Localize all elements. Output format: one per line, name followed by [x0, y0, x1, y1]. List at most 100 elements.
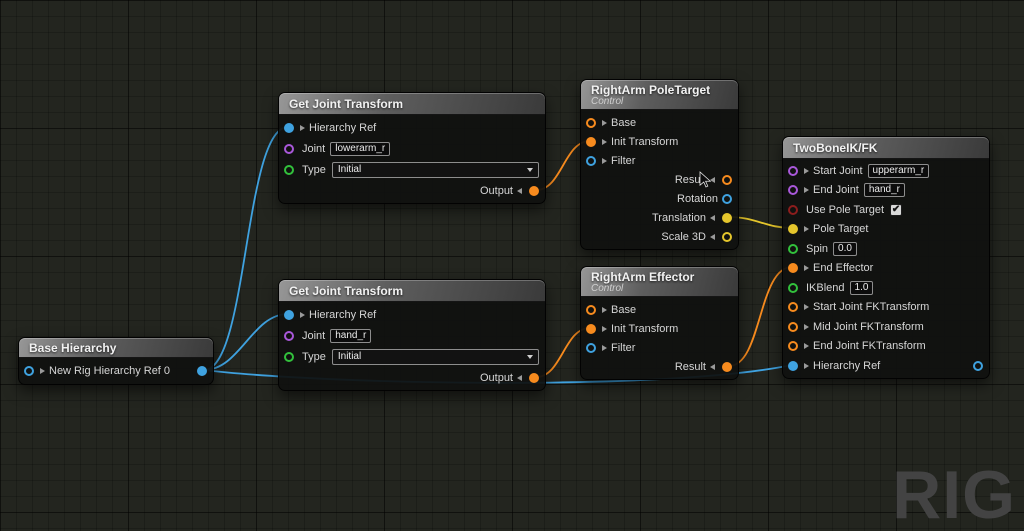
pin-row: IKBlend 1.0	[783, 278, 989, 298]
output-pin[interactable]	[529, 372, 539, 383]
start-joint-fktransform-pin[interactable]	[788, 302, 798, 313]
type-pin[interactable]	[284, 351, 294, 362]
filter-pin[interactable]	[586, 155, 596, 166]
expander-icon[interactable]	[710, 233, 715, 240]
hierarchy-ref-pin[interactable]	[284, 122, 294, 133]
expander-icon[interactable]	[804, 265, 809, 272]
init-transform-pin[interactable]	[586, 323, 596, 334]
node-title: RightArm Effector	[591, 269, 695, 284]
hierarchy-ref-input-pin[interactable]	[788, 360, 798, 371]
pin-row: Filter	[581, 151, 738, 170]
node-rightarm-effector[interactable]: RightArm Effector Control Base Init Tran…	[580, 266, 739, 380]
expander-icon[interactable]	[40, 368, 45, 374]
pin-label: Start Joint	[813, 164, 863, 177]
ikblend-pin[interactable]	[788, 282, 798, 293]
result-pin[interactable]	[722, 361, 732, 372]
pin-label: Result	[674, 360, 706, 373]
end-effector-pin[interactable]	[788, 263, 798, 274]
node-get-joint-transform-bottom[interactable]: Get Joint Transform Hierarchy Ref Joint …	[278, 279, 546, 391]
joint-pin[interactable]	[284, 330, 294, 341]
node-twobone-ikfk[interactable]: TwoBoneIK/FK Start Joint upperarm_r End …	[782, 136, 990, 379]
node-title: Get Joint Transform	[289, 283, 404, 298]
expander-icon[interactable]	[710, 176, 715, 183]
pin-label: Base	[611, 116, 637, 129]
expander-icon[interactable]	[300, 124, 305, 131]
pin-row: Output	[279, 180, 545, 201]
pole-target-pin[interactable]	[788, 224, 798, 235]
node-header[interactable]: Base Hierarchy	[19, 338, 213, 358]
node-get-joint-transform-top[interactable]: Get Joint Transform Hierarchy Ref Joint …	[278, 92, 546, 204]
node-header[interactable]: Get Joint Transform	[279, 280, 545, 302]
pin-row: Init Transform	[581, 132, 738, 151]
type-dropdown[interactable]: Initial	[331, 161, 539, 178]
pin-label: Spin	[806, 242, 829, 255]
base-pin[interactable]	[586, 117, 596, 128]
node-header[interactable]: TwoBoneIK/FK	[783, 137, 989, 159]
expander-icon[interactable]	[804, 226, 809, 233]
pin-label: End Effector	[813, 262, 874, 275]
filter-pin[interactable]	[586, 342, 596, 353]
output-pin[interactable]	[529, 185, 539, 196]
expander-icon[interactable]	[602, 325, 607, 332]
expander-icon[interactable]	[602, 157, 607, 164]
wire-hierarchy-to-gjt-top[interactable]	[203, 126, 289, 371]
ikblend-value-field[interactable]: 1.0	[849, 280, 874, 295]
start-joint-pin[interactable]	[788, 165, 798, 176]
end-joint-fktransform-pin[interactable]	[788, 341, 798, 352]
hierarchy-ref-pin[interactable]	[284, 309, 294, 320]
pin-label: End Joint	[813, 184, 859, 197]
node-header[interactable]: Get Joint Transform	[279, 93, 545, 115]
pin-label: Rotation	[677, 192, 718, 205]
expander-icon[interactable]	[804, 167, 809, 174]
rotation-pin[interactable]	[722, 193, 732, 204]
joint-value-field[interactable]: hand_r	[330, 328, 372, 343]
wire-hierarchy-to-gjt-bottom[interactable]	[203, 313, 289, 371]
use-pole-target-checkbox[interactable]	[890, 203, 903, 216]
expander-icon[interactable]	[804, 187, 809, 194]
expander-icon[interactable]	[602, 138, 607, 145]
expander-icon[interactable]	[602, 119, 607, 126]
type-dropdown[interactable]: Initial	[331, 348, 539, 365]
hierarchy-ref-input-pin[interactable]	[24, 366, 34, 376]
mid-joint-fktransform-pin[interactable]	[788, 321, 798, 332]
expander-icon[interactable]	[804, 323, 809, 330]
node-header[interactable]: RightArm PoleTarget Control	[581, 80, 738, 110]
pin-row: Hierarchy Ref	[279, 304, 545, 325]
pin-row: Joint lowerarm_r	[279, 138, 545, 159]
end-joint-pin[interactable]	[788, 185, 798, 196]
pin-row: Hierarchy Ref	[783, 356, 989, 376]
node-header[interactable]: RightArm Effector Control	[581, 267, 738, 297]
expander-icon[interactable]	[804, 362, 809, 369]
translation-pin[interactable]	[722, 212, 732, 223]
node-rightarm-poletarget[interactable]: RightArm PoleTarget Control Base Init Tr…	[580, 79, 739, 250]
expander-icon[interactable]	[804, 304, 809, 311]
base-pin[interactable]	[586, 304, 596, 315]
expander-icon[interactable]	[710, 363, 715, 370]
spin-value-field[interactable]: 0.0	[833, 241, 857, 256]
expander-icon[interactable]	[602, 306, 607, 313]
expander-icon[interactable]	[710, 214, 715, 221]
pin-row: Spin 0.0	[783, 239, 989, 259]
hierarchy-ref-output-pin[interactable]	[973, 360, 983, 371]
pin-label: Mid Joint FKTransform	[813, 320, 924, 333]
expander-icon[interactable]	[517, 187, 522, 194]
start-joint-value-field[interactable]: upperarm_r	[867, 163, 930, 178]
use-pole-target-pin[interactable]	[788, 204, 798, 215]
pin-label: Scale 3D	[661, 230, 706, 243]
expander-icon[interactable]	[602, 344, 607, 351]
expander-icon[interactable]	[517, 374, 522, 381]
pin-row: Filter	[581, 338, 738, 357]
init-transform-pin[interactable]	[586, 136, 596, 147]
joint-value-field[interactable]: lowerarm_r	[330, 141, 391, 156]
type-pin[interactable]	[284, 164, 294, 175]
expander-icon[interactable]	[300, 311, 305, 318]
end-joint-value-field[interactable]: hand_r	[863, 183, 906, 198]
result-pin[interactable]	[722, 174, 732, 185]
joint-pin[interactable]	[284, 143, 294, 154]
scale-3d-pin[interactable]	[722, 231, 732, 242]
node-base-hierarchy[interactable]: Base Hierarchy New Rig Hierarchy Ref 0	[18, 337, 214, 385]
hierarchy-ref-output-pin[interactable]	[197, 366, 207, 376]
spin-pin[interactable]	[788, 243, 798, 254]
expander-icon[interactable]	[804, 343, 809, 350]
